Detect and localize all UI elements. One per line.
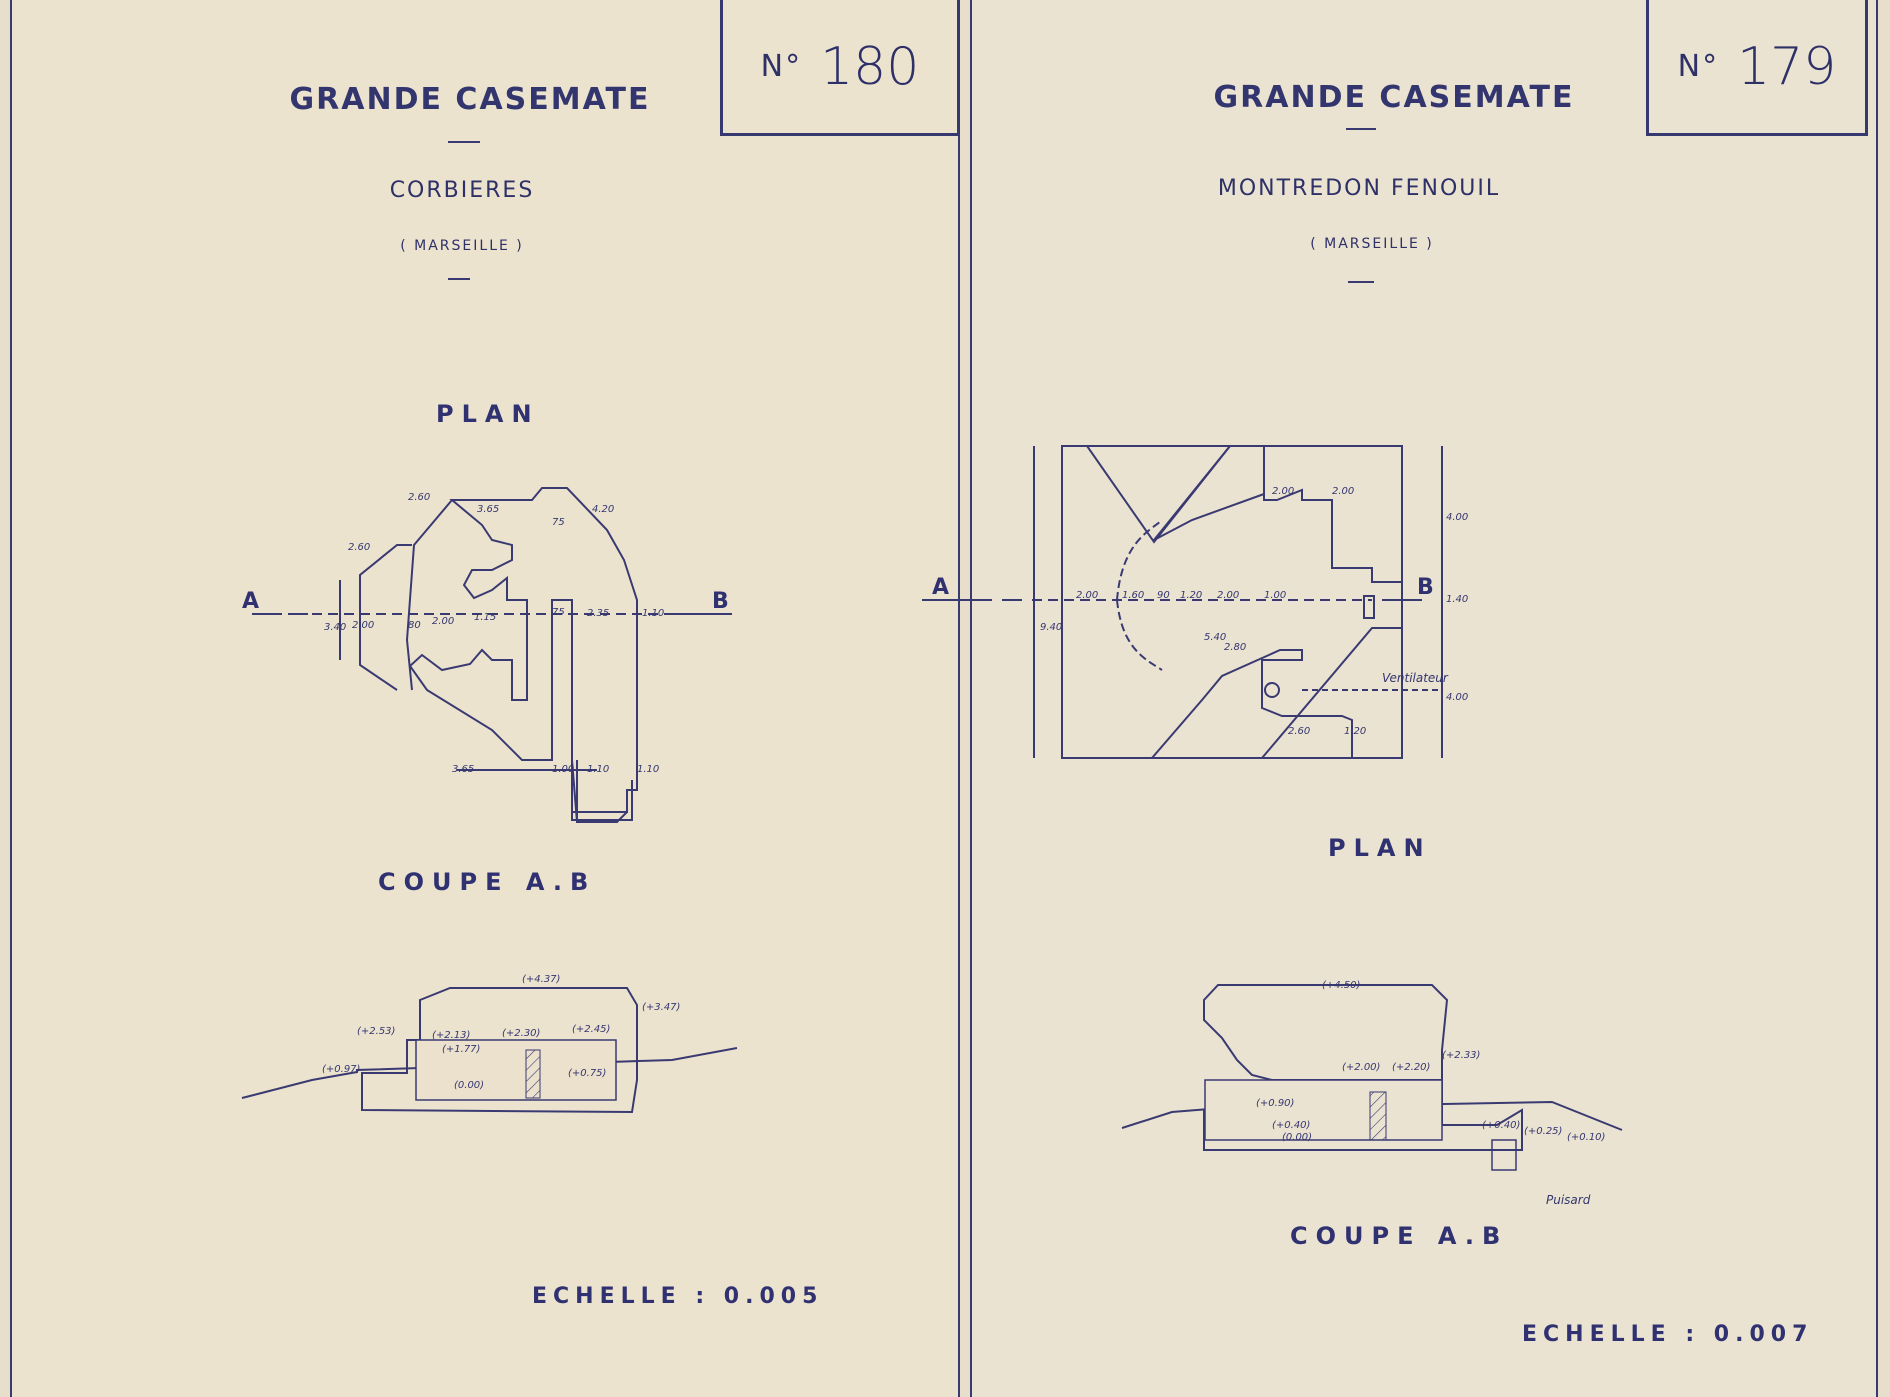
city-name: ( MARSEILLE ) — [1310, 236, 1434, 252]
svg-text:80: 80 — [408, 620, 421, 631]
sheet-title: GRANDE CASEMATE — [1213, 80, 1575, 115]
svg-text:(+3.47): (+3.47) — [642, 1002, 680, 1013]
marker-a: A — [242, 589, 259, 614]
right-plan-drawing: A B 9.40 2.00 1.60 90 1.20 2.00 1.00 2.0… — [922, 445, 1468, 759]
svg-text:75: 75 — [552, 517, 565, 528]
svg-text:1.10: 1.10 — [642, 608, 664, 619]
svg-text:1.20: 1.20 — [1180, 590, 1202, 601]
svg-text:(+2.20): (+2.20) — [1392, 1062, 1430, 1073]
svg-text:90: 90 — [1157, 590, 1170, 601]
svg-text:(+4.37): (+4.37) — [522, 974, 560, 985]
svg-text:(+0.40): (+0.40) — [1272, 1120, 1310, 1131]
marker-a: A — [932, 575, 949, 600]
svg-text:2.60: 2.60 — [1288, 726, 1310, 737]
marker-b: B — [712, 589, 729, 614]
left-section-drawing: (+4.37) (+3.47) (+2.53) (+2.13) (+2.30) … — [241, 974, 738, 1114]
section-heading: COUPE A.B — [1290, 1222, 1509, 1250]
plan-heading: PLAN — [1328, 834, 1432, 862]
svg-text:(+2.33): (+2.33) — [1442, 1050, 1480, 1061]
svg-text:(+0.75): (+0.75) — [568, 1068, 606, 1079]
svg-text:1.10: 1.10 — [637, 764, 659, 775]
svg-text:(+4.50): (+4.50) — [1322, 980, 1360, 991]
svg-text:1.10: 1.10 — [587, 764, 609, 775]
svg-text:75: 75 — [552, 607, 565, 618]
svg-text:(0.00): (0.00) — [454, 1080, 484, 1091]
left-drawings: A B 2.60 2.60 3.65 4.20 75 3.40 2.00 80 … — [241, 487, 738, 1114]
title-divider — [1346, 128, 1376, 130]
svg-text:(+1.77): (+1.77) — [442, 1044, 480, 1055]
svg-text:1.60: 1.60 — [1122, 590, 1144, 601]
scale-label: ECHELLE : 0.005 — [532, 1284, 824, 1309]
svg-text:3.65: 3.65 — [452, 764, 474, 775]
svg-text:(+2.30): (+2.30) — [502, 1028, 540, 1039]
svg-text:1.15: 1.15 — [474, 612, 496, 623]
svg-text:2.00: 2.00 — [1076, 590, 1098, 601]
sheet-number-box: N° 180 — [720, 0, 960, 136]
svg-text:(+2.45): (+2.45) — [572, 1024, 610, 1035]
title-divider — [448, 141, 480, 143]
svg-text:2.00: 2.00 — [1217, 590, 1239, 601]
city-name: ( MARSEILLE ) — [400, 238, 524, 254]
svg-text:2.60: 2.60 — [348, 542, 370, 553]
section-heading: COUPE A.B — [378, 868, 597, 896]
sheet-number-box: N° 179 — [1646, 0, 1868, 136]
svg-text:3.40: 3.40 — [324, 622, 346, 633]
scale-label: ECHELLE : 0.007 — [1522, 1322, 1814, 1347]
number-prefix: N° — [1677, 49, 1720, 84]
svg-text:2.00: 2.00 — [1272, 486, 1294, 497]
svg-text:9.40: 9.40 — [1040, 622, 1062, 633]
sheet-number: 180 — [820, 36, 920, 97]
svg-text:2.60: 2.60 — [408, 492, 430, 503]
site-name: CORBIERES — [389, 178, 535, 203]
sheet-right: N° 179 GRANDE CASEMATE MONTREDON FENOUIL… — [922, 0, 1878, 1397]
svg-text:(0.00): (0.00) — [1282, 1132, 1312, 1143]
svg-text:(+2.13): (+2.13) — [432, 1030, 470, 1041]
right-drawings: A B 9.40 2.00 1.60 90 1.20 2.00 1.00 2.0… — [922, 445, 1623, 1207]
svg-text:(+0.97): (+0.97) — [322, 1064, 360, 1075]
city-divider — [448, 278, 470, 280]
number-prefix: N° — [760, 49, 803, 84]
sheet-left: N° 180 GRANDE CASEMATE CORBIERES ( MARSE… — [10, 0, 960, 1397]
plan-heading: PLAN — [436, 400, 540, 428]
svg-text:1.20: 1.20 — [1344, 726, 1366, 737]
svg-text:(+2.00): (+2.00) — [1342, 1062, 1380, 1073]
svg-text:(+0.40): (+0.40) — [1482, 1120, 1520, 1131]
left-plan-drawing: A B 2.60 2.60 3.65 4.20 75 3.40 2.00 80 … — [242, 487, 732, 823]
svg-text:(+0.90): (+0.90) — [1256, 1098, 1294, 1109]
svg-text:(+0.10): (+0.10) — [1567, 1132, 1605, 1143]
svg-text:1.40: 1.40 — [1446, 594, 1468, 605]
sheet-title: GRANDE CASEMATE — [289, 82, 651, 117]
site-name: MONTREDON FENOUIL — [1217, 176, 1501, 201]
svg-text:2.00: 2.00 — [1332, 486, 1354, 497]
sheet-number: 179 — [1737, 36, 1837, 97]
svg-text:4.00: 4.00 — [1446, 512, 1468, 523]
svg-text:2.00: 2.00 — [352, 620, 374, 631]
svg-text:2.80: 2.80 — [1224, 642, 1246, 653]
svg-text:2.35: 2.35 — [587, 608, 609, 619]
city-divider — [1348, 281, 1374, 283]
svg-text:1.00: 1.00 — [1264, 590, 1286, 601]
svg-text:4.20: 4.20 — [592, 504, 614, 515]
svg-text:3.65: 3.65 — [477, 504, 499, 515]
svg-text:(+0.25): (+0.25) — [1524, 1126, 1562, 1137]
svg-text:5.40: 5.40 — [1204, 632, 1226, 643]
svg-text:(+2.53): (+2.53) — [357, 1026, 395, 1037]
ventilator-note: Ventilateur — [1382, 671, 1449, 685]
svg-text:4.00: 4.00 — [1446, 692, 1468, 703]
puisard-note: Puisard — [1546, 1193, 1591, 1207]
right-section-drawing: (+4.50) (+2.00) (+2.20) (+2.33) (+0.90) … — [1121, 980, 1623, 1207]
svg-text:2.00: 2.00 — [432, 616, 454, 627]
marker-b: B — [1417, 575, 1434, 600]
svg-text:1.00: 1.00 — [552, 764, 574, 775]
